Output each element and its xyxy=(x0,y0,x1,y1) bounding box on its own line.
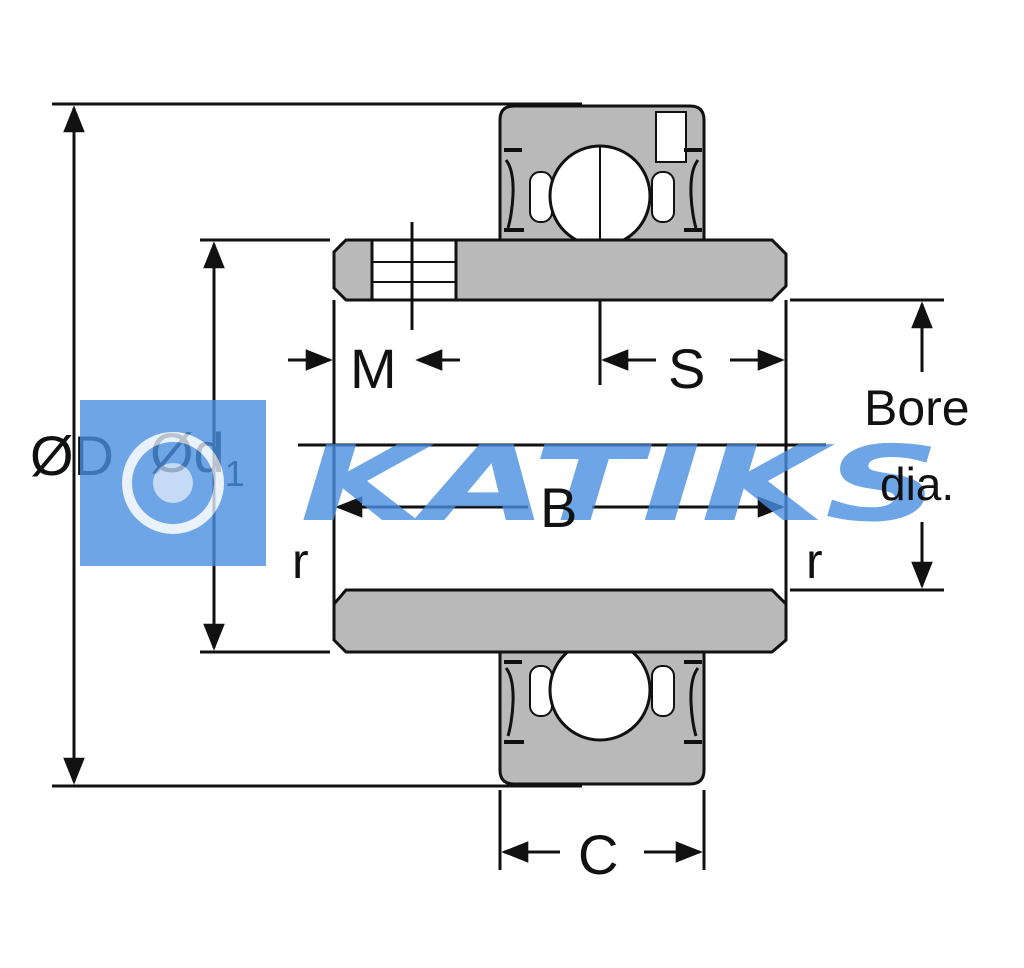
watermark-logo-icon xyxy=(122,432,224,534)
label-set-screw-offset: M xyxy=(350,337,397,400)
inner-ring-top xyxy=(332,222,788,330)
dimension-outer-width xyxy=(498,790,706,870)
dimension-screw-to-edge xyxy=(598,300,785,385)
watermark-logo-box xyxy=(80,400,266,566)
dimension-outer-diameter xyxy=(52,102,582,788)
label-fillet-left: r xyxy=(292,533,309,589)
label-screw-to-edge: S xyxy=(668,337,705,400)
inner-ring-bottom xyxy=(332,588,788,654)
label-outer-width: C xyxy=(578,823,618,886)
label-bore-line1: Bore xyxy=(864,380,970,436)
watermark: KATIKS xyxy=(80,400,940,566)
watermark-text: KATIKS xyxy=(300,423,940,545)
set-screw xyxy=(370,238,458,302)
dimension-bore-diameter xyxy=(790,298,944,592)
label-bore-line2: dia. xyxy=(880,458,954,510)
label-fillet-right: r xyxy=(806,533,823,589)
label-inner-width: B xyxy=(540,476,577,539)
ball-bottom xyxy=(548,638,652,742)
